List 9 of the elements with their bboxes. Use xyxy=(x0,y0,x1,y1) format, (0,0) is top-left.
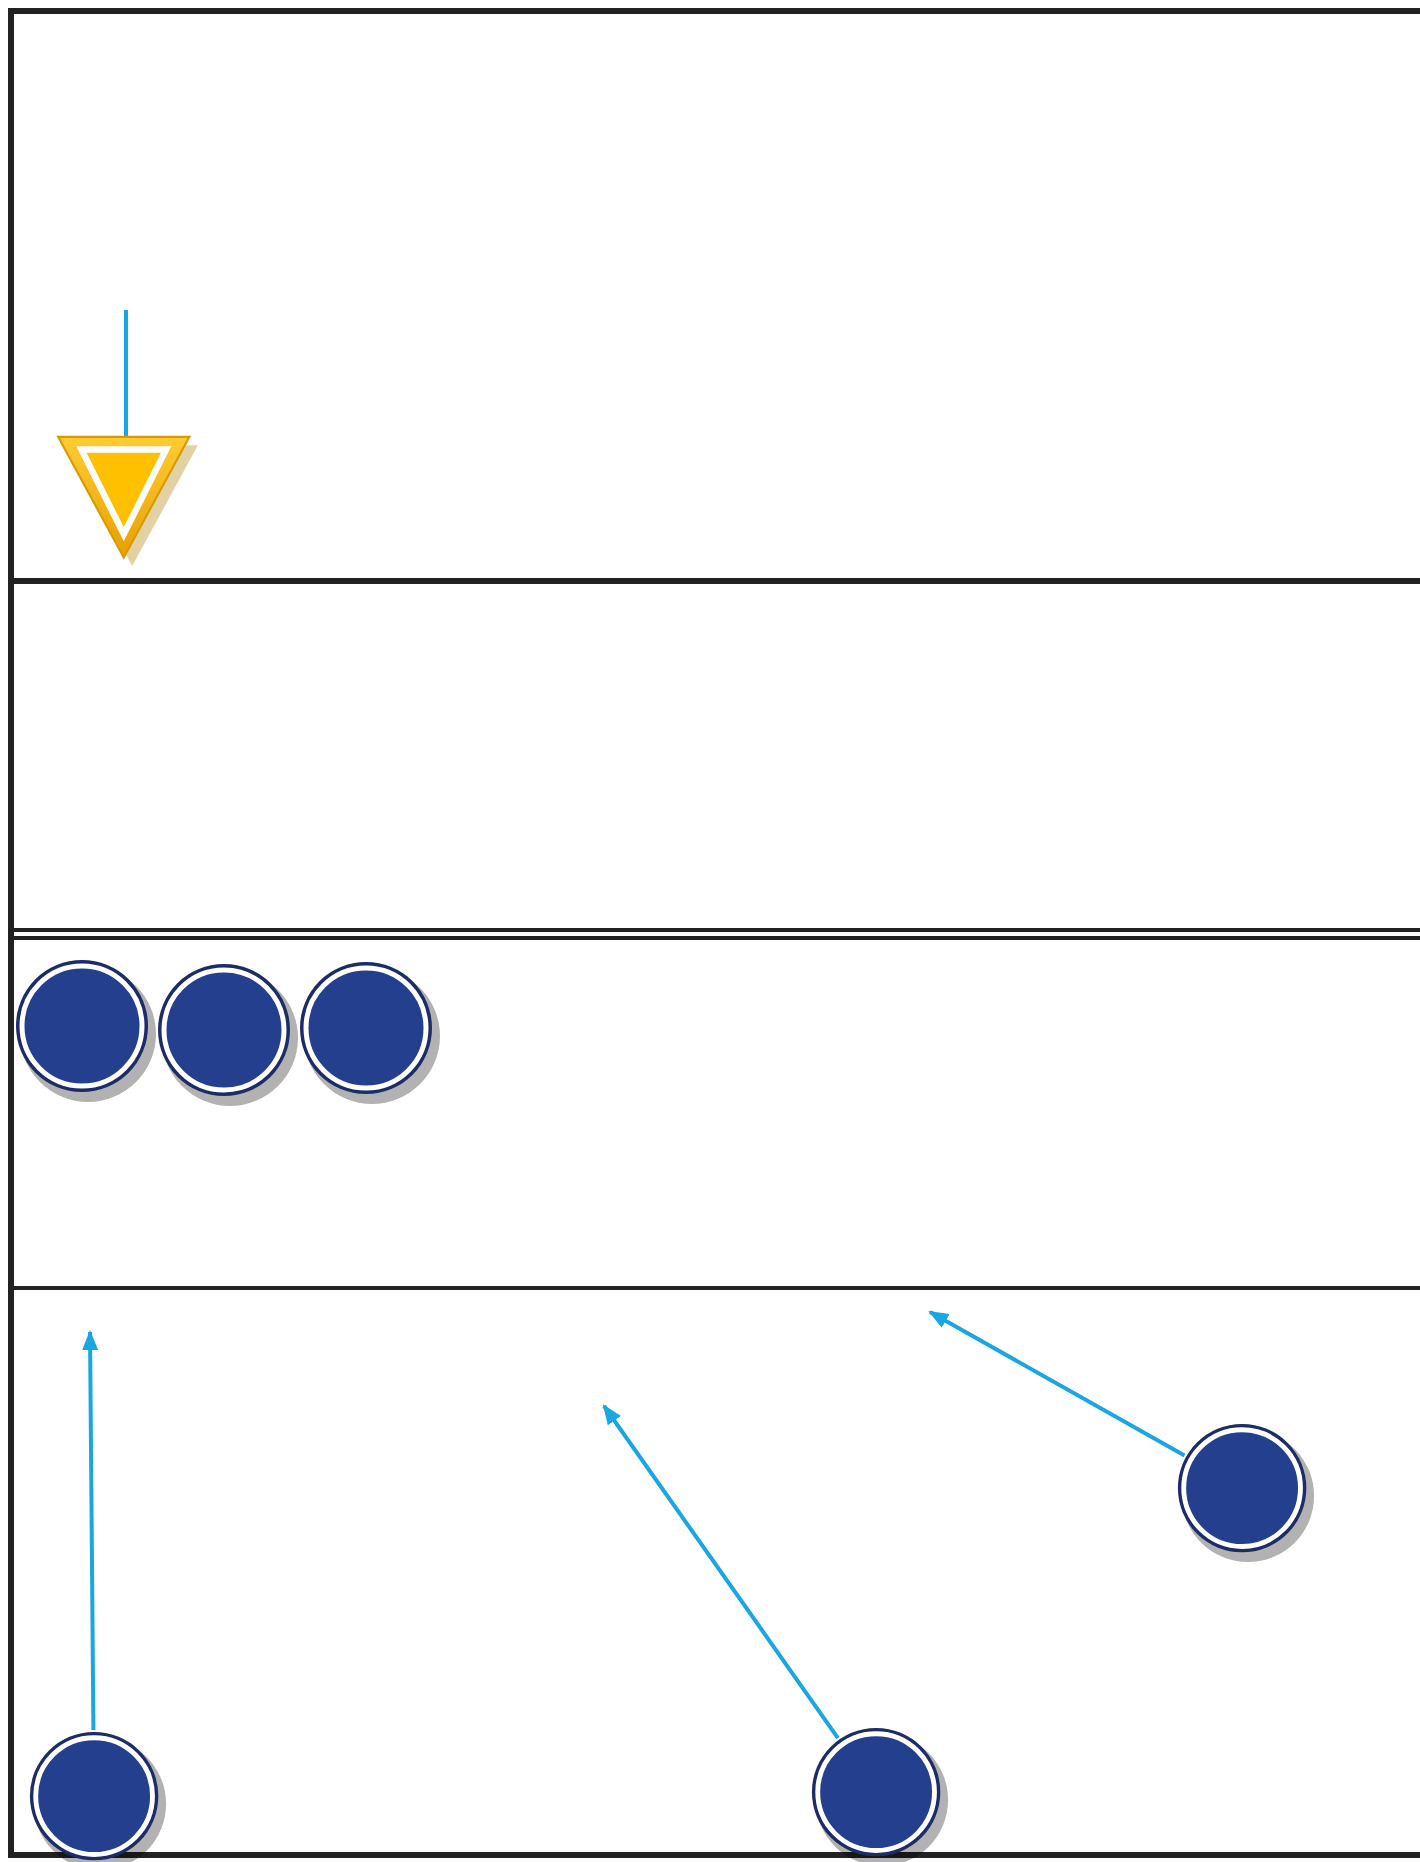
arrow xyxy=(928,1310,1186,1458)
arrow xyxy=(82,1330,99,1730)
arrow xyxy=(602,1404,840,1740)
button-circle xyxy=(12,956,160,1104)
button-circle xyxy=(808,1724,952,1862)
button-circle xyxy=(26,1728,170,1862)
button-circle xyxy=(296,958,444,1106)
button-circle xyxy=(154,960,302,1108)
button-circle xyxy=(1174,1420,1318,1564)
